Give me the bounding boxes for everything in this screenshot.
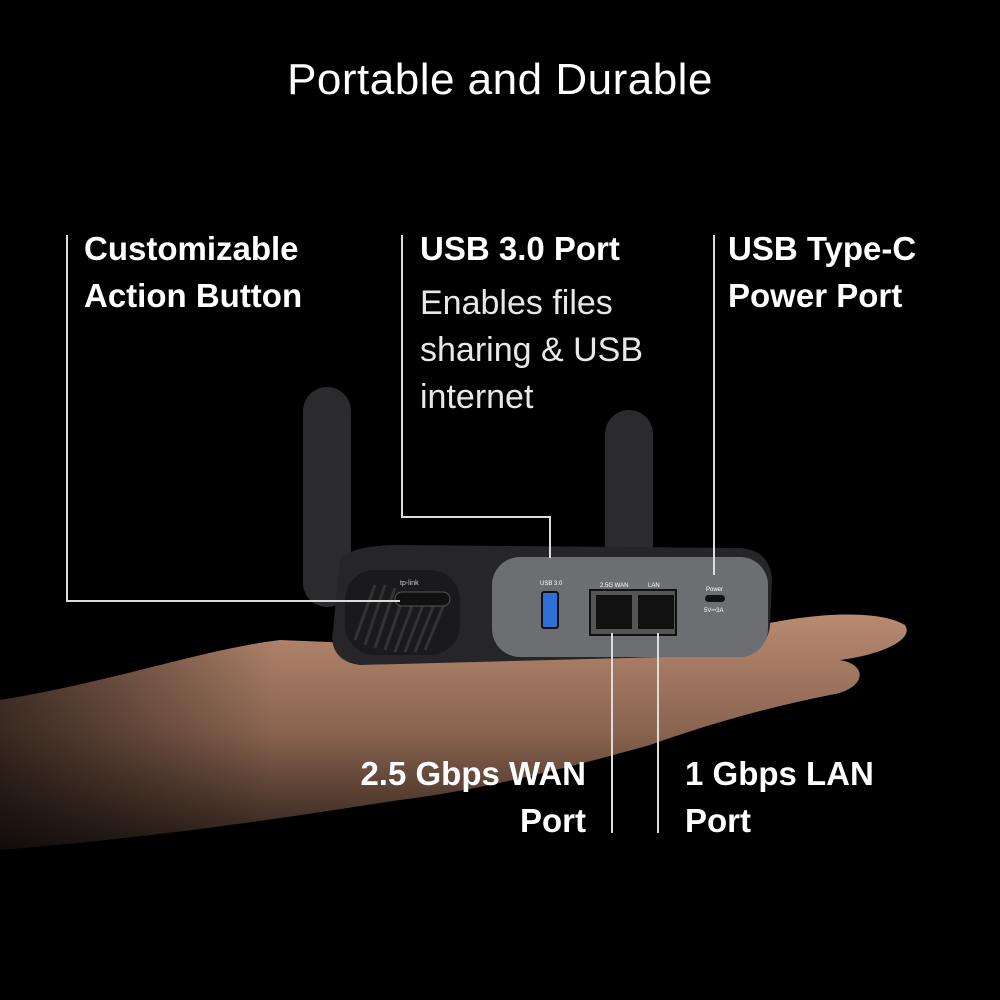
wan-label: 2.5 Gbps WAN Port <box>360 755 586 839</box>
usb30-label: USB 3.0 Port <box>420 230 620 267</box>
usb-port <box>541 591 559 629</box>
callout-line <box>713 235 715 575</box>
svg-text:Power: Power <box>706 587 723 593</box>
usb30-description: Enables files sharing & USB internet <box>420 284 643 416</box>
page-title: Portable and Durable <box>287 55 713 104</box>
callout-line <box>401 516 551 518</box>
antenna-left <box>303 387 351 607</box>
antenna-right <box>605 410 653 570</box>
lan-label: 1 Gbps LAN Port <box>685 755 874 839</box>
svg-text:5V⎓3A: 5V⎓3A <box>704 608 723 614</box>
callout-line <box>611 633 613 833</box>
callout-line <box>66 235 68 602</box>
action-button-label: Customizable Action Button <box>84 230 303 314</box>
action-button <box>394 591 451 607</box>
router-device: tp-link USB 3.0 2.5G WAN LAN Power 5V⎓3A <box>303 387 772 665</box>
svg-text:LAN: LAN <box>648 583 660 589</box>
usbc-port <box>705 595 725 602</box>
usbc-label: USB Type-C Power Port <box>728 230 917 314</box>
wan-port <box>596 595 632 629</box>
callout-line <box>401 235 403 518</box>
callout-line <box>549 516 551 558</box>
callout-line <box>66 600 400 602</box>
svg-text:2.5G WAN: 2.5G WAN <box>600 583 628 589</box>
svg-text:tp-link: tp-link <box>400 580 419 587</box>
lan-port <box>638 595 674 629</box>
svg-text:USB 3.0: USB 3.0 <box>540 581 563 587</box>
callout-line <box>657 633 659 833</box>
